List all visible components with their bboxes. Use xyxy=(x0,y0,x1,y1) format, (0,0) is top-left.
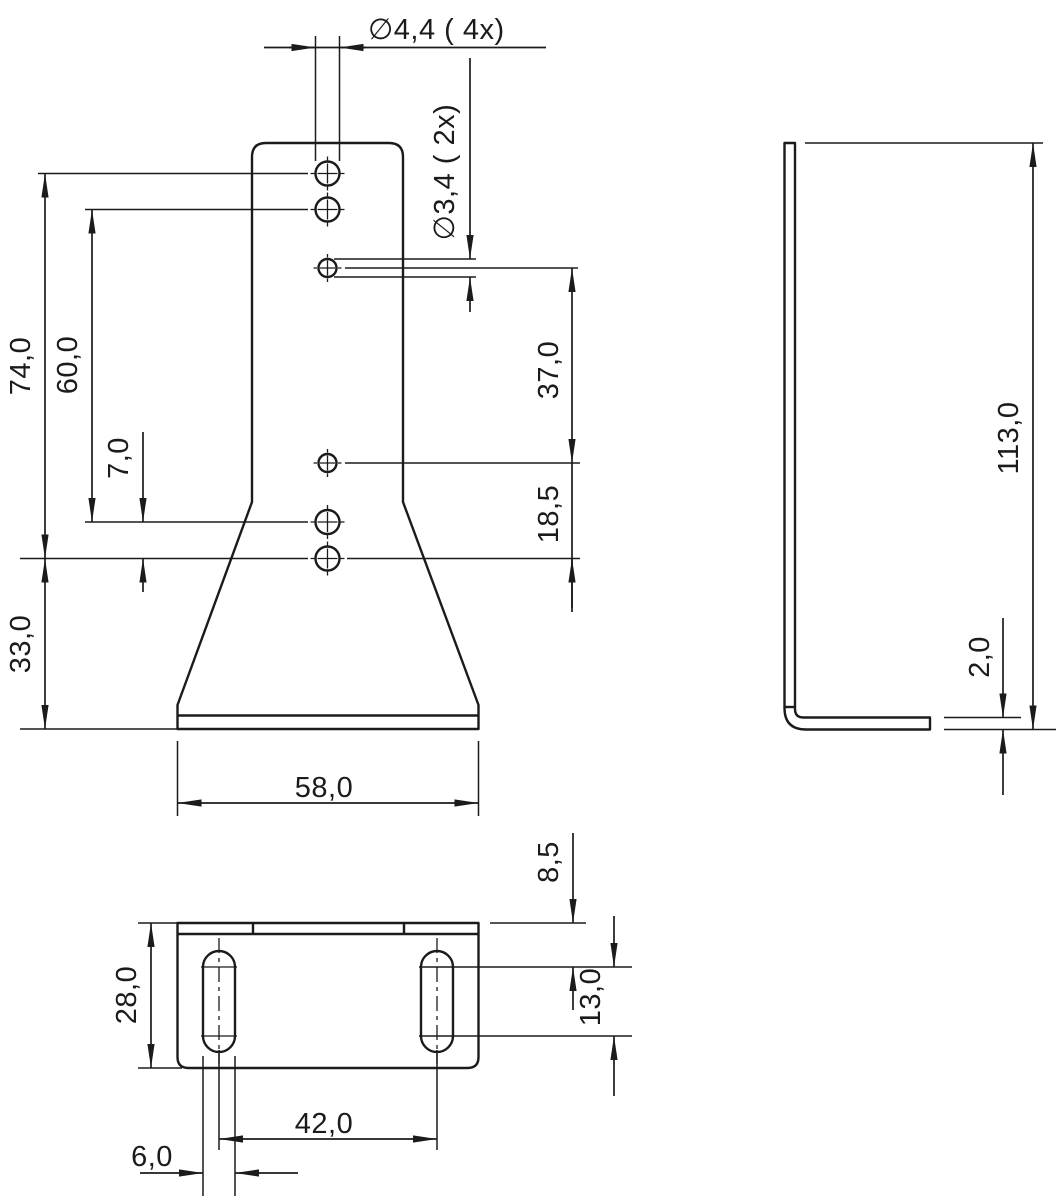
hole-crosshairs-small xyxy=(313,254,342,477)
slot-group xyxy=(201,938,455,1064)
dim-label-37: 37,0 xyxy=(533,341,565,399)
front-view: ∅4,4 ( 4x) ∅3,4 ( 2x) 74,0 60,0 7,0 33,0… xyxy=(5,14,580,816)
bottom-extension-lines xyxy=(138,922,632,1196)
dim-label-74: 74,0 xyxy=(5,337,37,395)
dim-label-dia34: ∅3,4 ( 2x) xyxy=(429,104,461,241)
hole-4mm4-group xyxy=(310,156,345,576)
front-dimension-lines xyxy=(41,43,576,807)
dim-label-7: 7,0 xyxy=(103,437,135,479)
dim-label-113: 113,0 xyxy=(993,402,1025,475)
side-part-outline xyxy=(783,141,932,731)
dim-label-2: 2,0 xyxy=(964,636,996,678)
bottom-tab-ticks xyxy=(251,923,406,934)
hole-circle xyxy=(314,508,341,536)
dim-label-13: 13,0 xyxy=(575,968,607,1026)
hole-3mm4-group xyxy=(313,254,342,477)
dim-label-6: 6,0 xyxy=(131,1141,173,1173)
bottom-part-outline xyxy=(176,921,480,1070)
front-part-outline xyxy=(176,141,480,731)
dim-label-85: 8,5 xyxy=(533,841,565,883)
dim-label-28: 28,0 xyxy=(111,966,143,1024)
dim-label-33: 33,0 xyxy=(5,615,37,673)
dim-label-42: 42,0 xyxy=(295,1108,353,1140)
dim-label-dia44: ∅4,4 ( 4x) xyxy=(368,14,505,46)
dim-label-58: 58,0 xyxy=(295,772,353,804)
hole-circle xyxy=(314,545,341,572)
hole-circle xyxy=(314,196,341,223)
hole-circle xyxy=(314,160,341,187)
dim-label-185: 18,5 xyxy=(533,485,565,543)
hole-circle-small xyxy=(317,452,338,474)
bottom-dimension-lines xyxy=(140,833,618,1177)
hole-circle-small xyxy=(317,257,338,279)
slot-centerlines-dashed xyxy=(218,938,438,1064)
side-view: 113,0 2,0 xyxy=(783,141,1056,795)
bottom-view: 28,0 42,0 6,0 8,5 13,0 xyxy=(111,833,632,1196)
hole-crosshairs xyxy=(310,172,345,560)
side-dimension-lines xyxy=(999,143,1037,795)
dim-label-60: 60,0 xyxy=(52,336,84,394)
front-extension-lines xyxy=(20,36,580,816)
slot-crosshairs xyxy=(201,966,237,1037)
